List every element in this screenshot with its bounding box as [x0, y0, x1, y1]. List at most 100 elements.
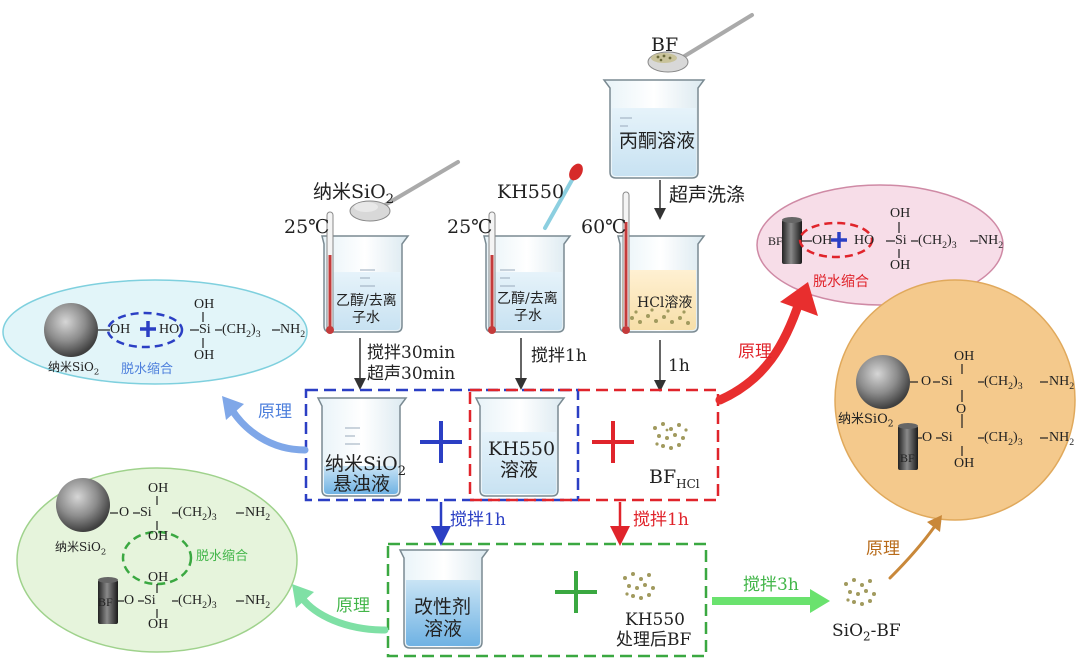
blue-principle-arrow — [222, 396, 309, 454]
green-oh-top: OH — [148, 481, 169, 496]
ethanol-water-b2: 子水 — [514, 308, 542, 324]
bf-spoon — [647, 13, 754, 73]
principle-red-label: 原理 — [738, 342, 772, 362]
suspension-beaker — [316, 397, 408, 497]
principle-brown-label: 原理 — [866, 539, 900, 559]
blue-plus — [420, 421, 462, 463]
cyan-plus — [140, 321, 156, 337]
pink-ho: HO — [854, 233, 875, 248]
bf-hcl-label: BFHCl — [649, 466, 700, 491]
orange-ellipse — [834, 279, 1076, 521]
pink-oh: OH — [812, 233, 833, 248]
cyan-nh2: NH2 — [280, 322, 306, 340]
cyan-nano-label: 纳米SiO2 — [48, 360, 100, 377]
green-nh2-2: NH2 — [245, 593, 271, 611]
brown-principle-arrow — [888, 515, 942, 580]
acetone-beaker — [602, 79, 706, 179]
product-cluster — [844, 578, 876, 606]
orange-si-1: Si — [941, 374, 953, 389]
pink-cylinder — [782, 217, 802, 264]
pink-dehydration: 脱水缩合 — [813, 274, 869, 290]
green-dehydration: 脱水缩合 — [196, 549, 249, 564]
ethanol-water-b1: 乙醇/去离 — [497, 291, 558, 307]
cyan-dash-circle — [106, 311, 184, 349]
orange-bf-label: BF — [900, 451, 915, 465]
red-principle-arrow — [715, 282, 818, 405]
hcl-solution-label: HCl溶液 — [637, 295, 693, 311]
green-si-1: Si — [140, 505, 152, 520]
orange-chain-1: (CH2)3 — [984, 374, 1023, 392]
stir-3h-label: 搅拌3h — [743, 575, 799, 595]
principle-green-label: 原理 — [336, 596, 370, 616]
cyan-oh-bottom: OH — [194, 348, 215, 363]
orange-sphere — [856, 355, 910, 409]
kh550-treated-label-1: KH550 — [625, 610, 685, 630]
thermometer-3 — [622, 191, 630, 334]
cyan-chain: (CH2)3 — [222, 322, 261, 340]
nano-suspension-label-1: 纳米SiO2 — [325, 453, 407, 479]
stir-1h-blue-label: 搅拌1h — [450, 510, 506, 530]
cyan-si: Si — [199, 322, 211, 337]
temp-60: 60℃ — [581, 216, 627, 238]
acetone-label: 丙酮溶液 — [619, 130, 696, 152]
green-nh2-1: NH2 — [245, 505, 271, 523]
orange-o-2: O — [922, 430, 933, 445]
time-1h-label: 1h — [668, 356, 690, 376]
green-bf-label: BF — [98, 595, 113, 609]
principle-blue-label: 原理 — [258, 402, 292, 422]
orange-o-1: O — [921, 374, 932, 389]
blue-dashed-box — [304, 388, 580, 502]
cyan-oh-top: OH — [194, 297, 215, 312]
nano-sio2-top-label: 纳米SiO2 — [313, 181, 395, 207]
beaker-3 — [617, 235, 706, 333]
temp-25-b: 25℃ — [447, 216, 493, 238]
green-o-1: O — [119, 505, 130, 520]
stir-30min-label: 搅拌30min — [367, 343, 456, 363]
ultra-30min-label: 超声30min — [367, 364, 456, 384]
green-plus — [555, 571, 597, 613]
orange-oh-bottom: OH — [954, 456, 975, 471]
ethanol-water-a1: 乙醇/去离 — [336, 293, 397, 309]
pink-oh-top: OH — [890, 206, 911, 221]
orange-nano-label: 纳米SiO2 — [838, 412, 894, 430]
modifier-beaker — [398, 549, 490, 649]
stir-1h-top-label: 搅拌1h — [531, 346, 587, 366]
green-principle-arrow — [292, 584, 389, 634]
stir-1h-red-label: 搅拌1h — [633, 510, 689, 530]
cyan-dehydration: 脱水缩合 — [121, 362, 174, 377]
spoon-nano — [349, 160, 460, 222]
pink-dash-circle — [798, 221, 874, 259]
pink-nh2: NH2 — [978, 233, 1004, 251]
green-dashed-box — [386, 542, 708, 658]
orange-nh2-1: NH2 — [1049, 374, 1075, 392]
kh550-bf-cluster — [623, 572, 655, 600]
kh550-solution-label-2: 溶液 — [500, 459, 539, 481]
pink-plus — [831, 232, 847, 248]
orange-chain-2: (CH2)3 — [984, 430, 1023, 448]
kh550-beaker — [474, 397, 566, 497]
modifier-label-2: 溶液 — [424, 618, 463, 640]
product-label: SiO2-BF — [832, 621, 901, 644]
green-oh-mid-2: OH — [148, 570, 169, 585]
pink-ellipse — [756, 184, 1004, 306]
thermometer-1 — [326, 211, 334, 334]
stir-3h-arrow — [712, 589, 830, 613]
green-oh-bottom: OH — [148, 617, 169, 632]
green-chain-1: (CH2)3 — [178, 505, 217, 523]
ultrasonic-wash-label: 超声洗涤 — [669, 184, 746, 206]
orange-si-2: Si — [941, 430, 953, 445]
cyan-ho: HO — [159, 322, 180, 337]
green-si-2: Si — [144, 593, 156, 608]
kh550-treated-label-2: 处理后BF — [616, 630, 692, 650]
green-chain-2: (CH2)3 — [178, 593, 217, 611]
orange-cylinder — [898, 423, 918, 470]
bf-top-label: BF — [651, 34, 679, 56]
green-cylinder — [98, 577, 118, 624]
nano-suspension-label-2: 悬浊液 — [333, 473, 391, 495]
orange-nh2-2: NH2 — [1049, 430, 1075, 448]
green-o-2: O — [124, 593, 135, 608]
cyan-oh: OH — [110, 322, 131, 337]
green-sphere — [56, 478, 110, 532]
